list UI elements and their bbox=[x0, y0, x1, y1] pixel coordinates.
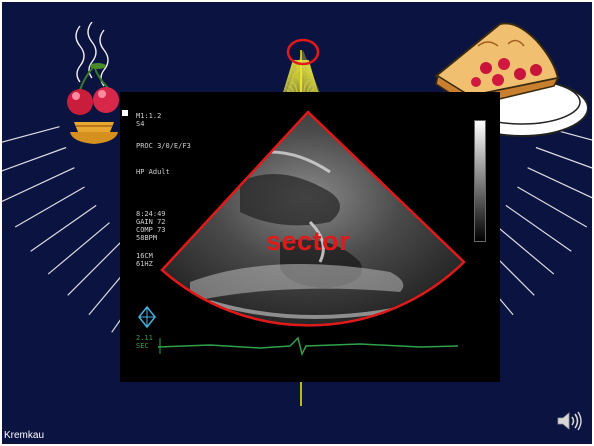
decorative-ray bbox=[48, 223, 109, 274]
decorative-ray bbox=[528, 168, 592, 202]
decorative-ray bbox=[68, 239, 125, 295]
scan-params: M1:1.2 S4 bbox=[136, 112, 161, 128]
settings-text: 8:24:49 GAIN 72 COMP 73 58BPM bbox=[136, 210, 166, 242]
time-scale-text: 2.11 SEC bbox=[136, 334, 153, 350]
probe-orientation-icon bbox=[134, 304, 160, 330]
preset-text: HP Adult bbox=[136, 168, 170, 176]
grayscale-bar bbox=[474, 120, 486, 242]
sector-label: sector bbox=[266, 226, 350, 256]
cherries-clipart bbox=[58, 22, 128, 162]
decorative-ray bbox=[493, 223, 554, 274]
decorative-ray bbox=[2, 168, 74, 202]
depth-text: 16CM 61HZ bbox=[136, 252, 153, 268]
orientation-marker bbox=[122, 110, 128, 116]
decorative-ray bbox=[2, 127, 60, 148]
processing-text: PROC 3/0/E/F3 bbox=[136, 142, 191, 150]
decorative-ray bbox=[536, 148, 592, 175]
transducer-probe-icon bbox=[278, 36, 328, 98]
credit-text: Kremkau bbox=[4, 430, 44, 442]
ecg-trace bbox=[158, 338, 458, 354]
speaker-icon[interactable] bbox=[556, 410, 582, 432]
decorative-ray bbox=[2, 148, 66, 175]
